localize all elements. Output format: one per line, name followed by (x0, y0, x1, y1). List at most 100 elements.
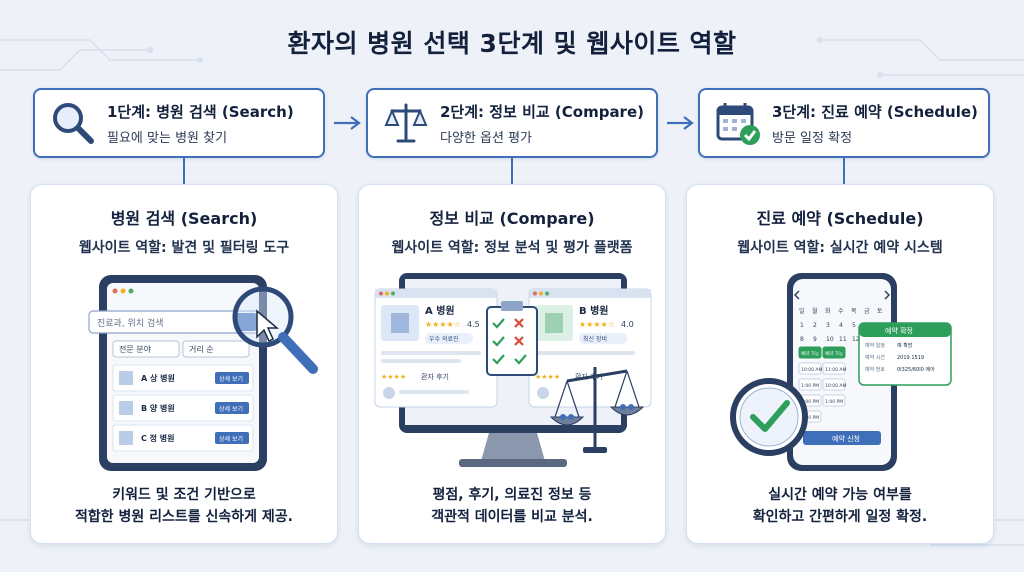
svg-text:0I325/60I0 에아: 0I325/60I0 에아 (897, 366, 935, 373)
calendar-day: 11 (839, 336, 847, 343)
calendar-day: 4 (839, 322, 843, 329)
step-3-subtitle: 방문 일정 확정 (772, 130, 853, 146)
card-description: 실시간 예약 가능 여부를 확인하고 간편하게 일정 확정. (752, 487, 928, 525)
step-1-box: 1단계: 병원 검색 (Search) 필요에 맞는 병원 찾기 (33, 88, 325, 158)
svg-text:★★★★: ★★★★ (535, 373, 560, 381)
step-1-title: 1단계: 병원 검색 (Search) (107, 102, 294, 121)
time-slot[interactable] (822, 378, 846, 391)
time-slot-label: 예약 가능 (825, 350, 843, 357)
detail-button[interactable]: 상세 보기 (219, 435, 243, 443)
hospital-b-name: B 병원 (579, 304, 609, 317)
hospital-b-panel: B 병원 ★★★★☆ 4.0 최신 장비 ★★★★ 환자 후기 (528, 288, 652, 408)
card-heading: 정보 비교 (Compare) (429, 209, 595, 228)
list-item[interactable]: C 정 병원 상세 보기 (112, 424, 254, 452)
star-rating-icon: ★★★★☆ (579, 320, 615, 329)
arrow-right-icon (334, 116, 361, 130)
connector-line (511, 158, 513, 184)
list-item[interactable]: B 양 병원 상세 보기 (112, 394, 254, 422)
detail-button[interactable]: 상세 보기 (219, 405, 243, 413)
hospital-name: A 상 병원 (141, 373, 175, 383)
weekday-label: 토 (877, 308, 883, 315)
book-button[interactable] (803, 431, 881, 445)
svg-text:예약 번호: 예약 번호 (865, 366, 885, 373)
time-slot-label: 1:00 PM (801, 399, 819, 405)
compare-monitor-illustration: A 병원 ★★★★☆ 4.5 우수 의료진 ★★★★ 환자 후기 B 병원 ★★… (374, 273, 652, 467)
calendar-day: 2 (813, 322, 817, 329)
list-item[interactable]: A 상 병원 상세 보기 (112, 364, 254, 392)
confirm-title: 예약 확정 (885, 326, 913, 335)
card-role: 웹사이트 역할: 발견 및 필터링 도구 (78, 240, 290, 256)
scales-icon (549, 367, 645, 453)
weekday-label: 일 (799, 307, 805, 315)
time-slot-label: 1:00 PM (825, 399, 843, 405)
filter-distance: 거리 순 (189, 345, 214, 354)
card-compare: 정보 비교 (Compare) 웹사이트 역할: 정보 분석 및 평가 플랫폼 … (358, 184, 666, 544)
svg-text:예약 일정: 예약 일정 (865, 342, 885, 349)
step-3-title: 3단계: 진료 예약 (Schedule) (772, 102, 978, 121)
step-2-subtitle: 다양한 옵션 평가 (440, 130, 532, 146)
time-slot[interactable] (822, 394, 846, 407)
time-slot-label: 10:00 AM (801, 367, 822, 373)
connector-line (183, 158, 185, 184)
calendar-check-icon (716, 103, 760, 145)
weekday-label: 목 (851, 308, 857, 315)
calendar-day: 1 (800, 322, 804, 329)
card-role: 웹사이트 역할: 정보 분석 및 평가 플랫폼 (391, 240, 633, 256)
calendar-day: 8 (800, 336, 804, 343)
weekday-label: 금 (864, 308, 870, 315)
time-slot[interactable] (798, 346, 822, 359)
time-slot[interactable] (798, 378, 822, 391)
svg-text:2019.1519: 2019.1519 (897, 355, 924, 361)
time-slot-label: 11:00 AM (825, 367, 846, 373)
star-rating-icon: ★★★★☆ (425, 320, 461, 329)
weekday-label: 월 (812, 307, 818, 315)
hospital-a-name: A 병원 (425, 304, 455, 317)
step-2-title: 2단계: 정보 비교 (Compare) (440, 102, 644, 121)
clock-check-icon (730, 378, 808, 456)
weekday-label: 화 (825, 308, 831, 315)
time-slot[interactable] (822, 362, 846, 375)
detail-button[interactable]: 상세 보기 (219, 375, 243, 383)
card-role: 웹사이트 역할: 실시간 예약 시스템 (737, 240, 943, 256)
scales-icon (384, 103, 428, 143)
hospital-a-panel: A 병원 ★★★★☆ 4.5 우수 의료진 ★★★★ 환자 후기 (374, 288, 498, 408)
card-description: 평점, 후기, 의료진 정보 등 객관적 데이터를 비교 분석. (431, 487, 593, 525)
rating-b: 4.0 (621, 320, 634, 329)
card-description: 키워드 및 조건 기반으로 적합한 병원 리스트를 신속하게 제공. (74, 487, 293, 525)
hospital-name: B 양 병원 (141, 403, 175, 413)
calendar-day: 5 (852, 322, 856, 329)
review-a: 환자 후기 (421, 372, 449, 381)
calendar-day: 9 (813, 336, 817, 343)
calendar-day: 3 (826, 322, 830, 329)
search-tablet-illustration: 진료과, 위치 검색 전문 분야 거리 순 A 상 병원 상세 보기 B 양 병… (88, 275, 318, 471)
time-slot[interactable] (798, 362, 822, 375)
connector-line (843, 158, 845, 184)
hospital-name: C 정 병원 (141, 433, 175, 443)
card-heading: 진료 예약 (Schedule) (756, 209, 924, 228)
filter-specialty: 전문 분야 (119, 344, 152, 354)
time-slot-label: 10:00 AM (825, 383, 846, 389)
card-heading: 병원 검색 (Search) (110, 209, 258, 228)
time-slot-label: 1:00 PM (801, 383, 819, 389)
cursor-icon (256, 309, 280, 343)
calendar-day: 10 (826, 336, 834, 343)
rating-a: 4.5 (467, 320, 480, 329)
confirmation-popup: 예약 확정 예약 일정 예 확망 예약 시간 2019.1519 예약 번호 0… (858, 322, 952, 386)
svg-text:★★★★: ★★★★ (381, 373, 406, 381)
time-slot-label: 예약 가능 (801, 350, 819, 357)
checklist-icon (486, 301, 538, 376)
time-slot-label: 2:00 PM (801, 415, 819, 421)
step-1-subtitle: 필요에 맞는 병원 찾기 (107, 130, 228, 146)
page-title: 환자의 병원 선택 3단계 및 웹사이트 역할 (287, 29, 737, 58)
arrow-right-icon (667, 116, 694, 130)
step-2-box: 2단계: 정보 비교 (Compare) 다양한 옵션 평가 (366, 88, 658, 158)
book-button-label[interactable]: 예약 신청 (832, 434, 860, 443)
time-slot[interactable] (822, 346, 846, 359)
svg-text:예약 시간: 예약 시간 (865, 354, 885, 361)
magnifier-icon (53, 103, 94, 144)
step-3-box: 3단계: 진료 예약 (Schedule) 방문 일정 확정 (698, 88, 990, 158)
search-placeholder: 진료과, 위치 검색 (97, 317, 164, 329)
card-search: 병원 검색 (Search) 웹사이트 역할: 발견 및 필터링 도구 진료과,… (30, 184, 338, 544)
